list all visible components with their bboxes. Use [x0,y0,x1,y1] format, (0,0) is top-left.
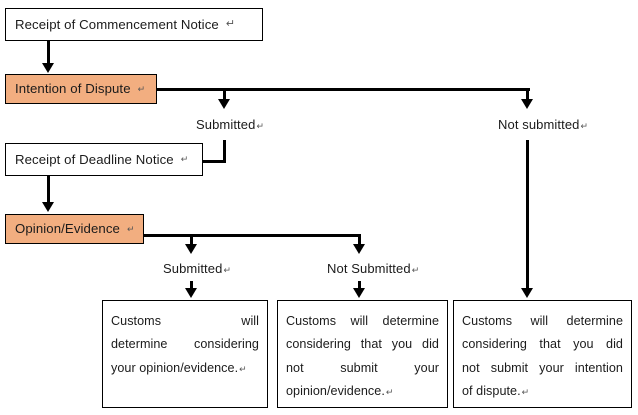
connector-submitted-to-outcome1 [189,281,193,291]
node-receipt-of-deadline-notice[interactable]: Receipt of Deadline Notice ↵ [5,143,203,176]
branch-label-text: Not submitted [498,117,580,132]
connector-commencement-to-intention [47,41,50,66]
connector-opinion-not-submitted-stem [358,233,361,247]
node-label: Intention of Dispute [15,81,131,97]
soft-return-mark: ↵ [411,265,420,275]
arrow-down-icon-deadline-to-opinion [41,202,54,212]
branch-label-text: Submitted [196,117,256,132]
soft-return-mark: ↵ [239,363,247,374]
arrow-down-icon-outcome2 [353,288,365,298]
outcome-box-submitted-evidence[interactable]: Customs will determine considering your … [102,300,268,408]
paragraph-return-mark: ↵ [225,18,236,31]
branch-label-opinion-submitted: Submitted↵ [163,261,231,276]
paragraph-return-mark: ↵ [180,154,189,165]
connector-submitted-elbow-horizontal [202,160,225,163]
outcome-line-text: opinion/evidence. [286,383,385,398]
paragraph-return-mark: ↵ [385,386,394,397]
paragraph-return-mark: ↵ [126,223,135,234]
soft-return-mark: ↵ [223,265,232,275]
connector-not-submitted-to-outcome2 [358,281,361,291]
outcome-box-no-evidence[interactable]: Customs will determine considering that … [277,300,448,408]
outcome-line-last: of dispute.↵ [462,380,623,403]
outcome-line: Customs will determine [462,314,623,328]
branch-label-text: Not Submitted [327,261,411,276]
outcome-line: determine considering [111,337,259,352]
branch-label-intention-submitted: Submitted↵ [196,117,264,132]
connector-opinion-submitted-stem [189,233,193,247]
node-label: Receipt of Deadline Notice [15,151,174,167]
connector-opinion-split-bar [144,233,361,237]
node-receipt-of-commencement-notice[interactable]: Receipt of Commencement Notice ↵ [5,8,263,41]
outcome-line: not submit your [286,360,439,375]
node-opinion-evidence[interactable]: Opinion/Evidence ↵ [5,214,144,244]
outcome-line-last: opinion/evidence.↵ [286,380,439,403]
connector-not-submitted-to-outcome3 [525,140,529,290]
node-label: Opinion/Evidence [15,221,120,237]
arrow-down-icon-outcome3 [520,288,533,298]
connector-submitted-elbow-vertical [222,140,226,163]
arrow-down-icon-intention-not-submitted [520,99,533,109]
arrow-down-icon-opinion-not-submitted [353,244,365,254]
connector-intention-not-submitted-stem [525,87,529,102]
soft-return-mark: ↵ [580,121,589,131]
outcome-line: Customs will determine [286,314,439,328]
soft-return-mark: ↵ [256,121,265,131]
connector-intention-split-bar [157,87,530,91]
branch-label-intention-not-submitted: Not submitted↵ [498,117,588,132]
outcome-box-no-intention[interactable]: Customs will determine considering that … [453,300,632,408]
outcome-line: considering that you did [286,337,439,352]
node-intention-of-dispute[interactable]: Intention of Dispute ↵ [5,74,157,104]
outcome-line: considering that you did [462,337,623,352]
arrow-down-icon-commencement-to-intention [41,63,54,73]
connector-deadline-to-opinion [47,176,50,204]
outcome-line-text: of dispute. [462,383,521,398]
paragraph-return-mark: ↵ [521,386,530,397]
paragraph-return-mark: ↵ [137,83,146,94]
outcome-line-last: your opinion/evidence.↵ [111,357,259,380]
arrow-down-icon-intention-submitted [217,99,230,109]
node-label: Receipt of Commencement Notice [15,16,219,32]
outcome-line-text: your opinion/evidence. [111,360,239,375]
outcome-line: not submit your intention [462,360,623,375]
branch-label-text: Submitted [163,261,223,276]
branch-label-opinion-not-submitted: Not Submitted↵ [327,261,419,276]
outcome-line: Customs will [111,314,259,328]
connector-intention-submitted-stem [222,87,226,102]
arrow-down-icon-outcome1 [184,288,197,298]
arrow-down-icon-opinion-submitted [184,244,197,254]
